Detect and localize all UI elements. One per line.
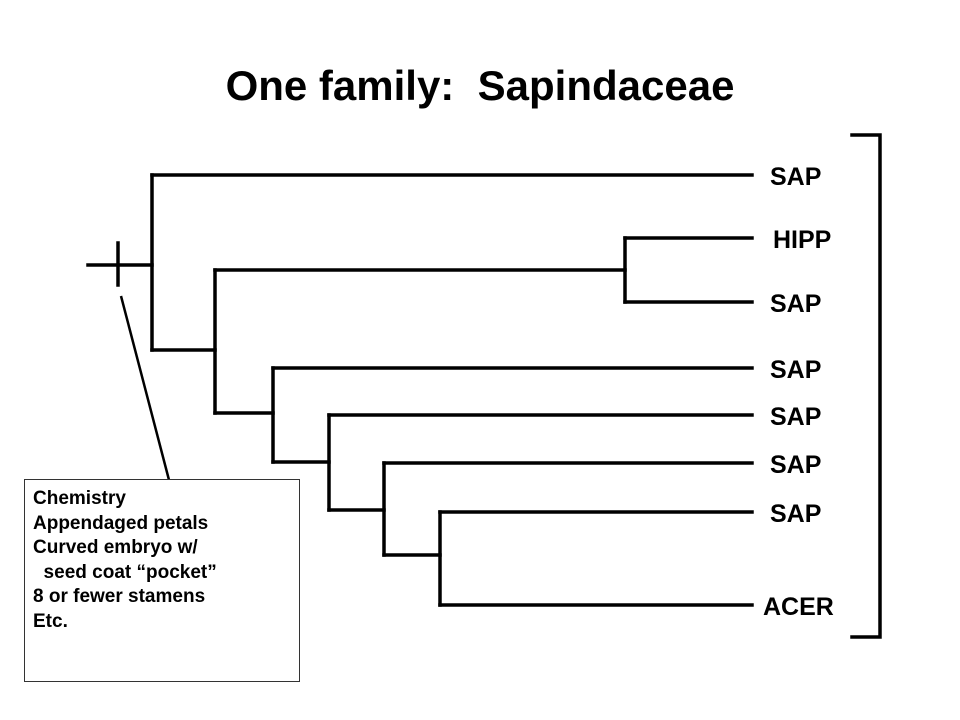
taxon-label: SAP [770, 356, 821, 384]
taxon-label: SAP [770, 451, 821, 479]
synapomorphy-box: Chemistry Appendaged petals Curved embry… [24, 479, 300, 682]
synapomorphy-item: Appendaged petals [33, 512, 209, 534]
taxon-label: HIPP [773, 226, 831, 254]
callout-line [119, 295, 171, 481]
taxon-label: ACER [763, 593, 834, 621]
synapomorphy-item: Curved embryo w/ [33, 537, 198, 558]
synapomorphy-item: Etc. [33, 610, 68, 632]
taxon-label: SAP [770, 290, 821, 318]
synapomorphy-item: seed coat “pocket” [33, 561, 217, 583]
taxon-label: SAP [770, 500, 821, 528]
synapomorphy-item: Chemistry [33, 488, 126, 509]
synapomorphy-item: 8 or fewer stamens [33, 586, 206, 607]
taxon-label: SAP [770, 163, 821, 191]
page-title: One family: Sapindaceae [225, 62, 735, 109]
family-bracket [850, 133, 882, 639]
taxon-label: SAP [770, 403, 821, 431]
